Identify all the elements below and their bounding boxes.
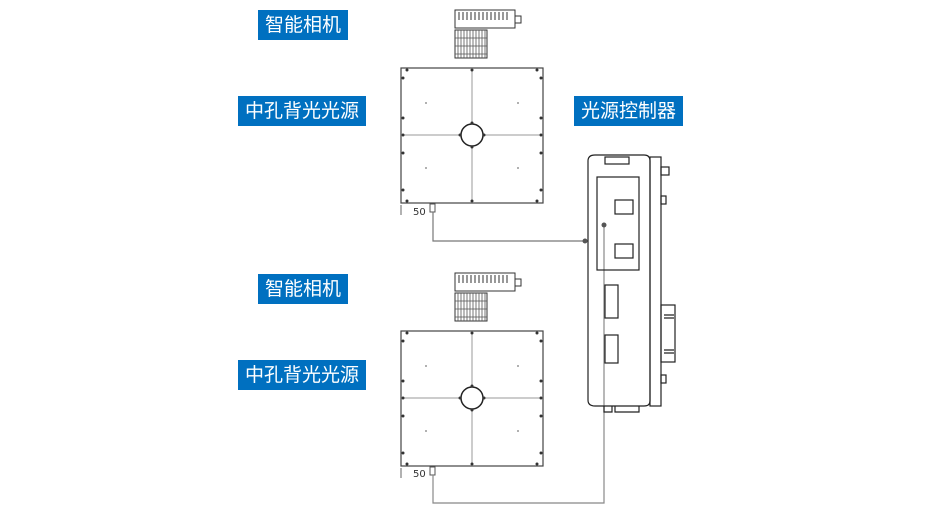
smart-camera-2	[454, 272, 522, 322]
label-backlight-1: 中孔背光光源	[238, 96, 367, 126]
backlight-panel-2	[400, 330, 544, 479]
dimension-label-1: 50	[413, 207, 426, 218]
label-smart-camera-1: 智能相机	[258, 10, 349, 40]
cable-1	[432, 212, 588, 244]
backlight-panel-1	[400, 67, 544, 216]
smart-camera-1	[454, 9, 522, 59]
dimension-label-2: 50	[413, 469, 426, 480]
label-smart-camera-2: 智能相机	[258, 274, 349, 304]
label-light-controller: 光源控制器	[574, 96, 684, 126]
label-backlight-2: 中孔背光光源	[238, 360, 367, 390]
cable-2	[432, 222, 607, 504]
light-controller	[587, 154, 676, 413]
